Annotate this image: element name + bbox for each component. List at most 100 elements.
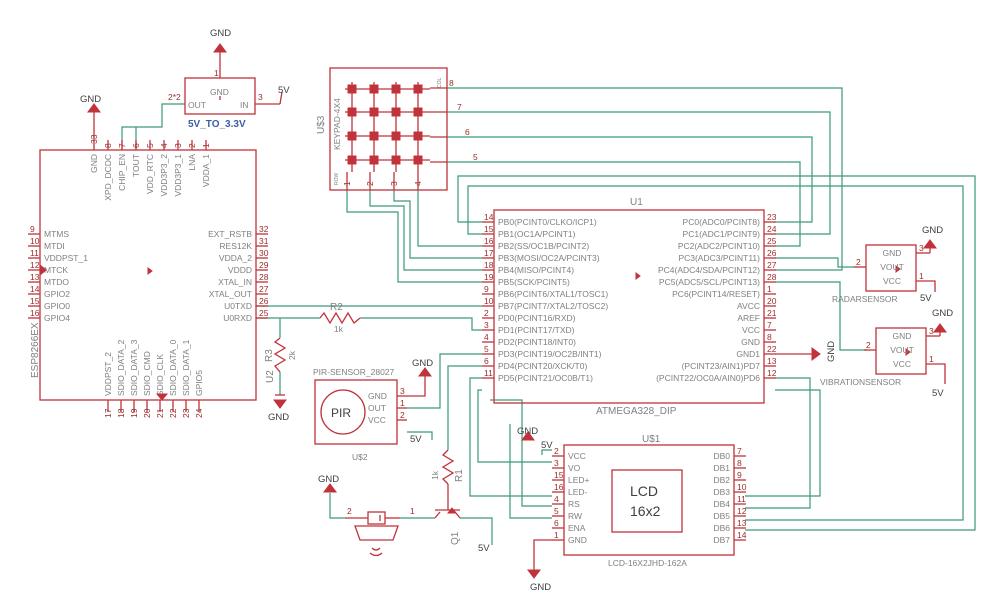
keypad-key[interactable] bbox=[369, 131, 379, 141]
r2-name: R2 bbox=[330, 302, 343, 313]
keypad-key[interactable] bbox=[369, 84, 379, 94]
keypad-key[interactable] bbox=[391, 155, 401, 165]
pin-number: 27 bbox=[259, 284, 269, 294]
5v-label: 5V bbox=[278, 85, 290, 96]
pin-label: PC1(ADC1/PCINT9) bbox=[683, 229, 761, 239]
pin-label: GND bbox=[893, 331, 912, 341]
resistor-r2[interactable]: R2 1k bbox=[319, 302, 361, 334]
pin-number: 1 bbox=[554, 530, 559, 540]
reg-value: 5V_TO_3.3V bbox=[188, 119, 246, 130]
gnd-label: GND bbox=[530, 582, 551, 593]
pin-number: 12 bbox=[30, 260, 40, 270]
pin-label: PD3(PCINT19/OC2B/INT1) bbox=[498, 349, 602, 359]
pin-label: GND bbox=[568, 535, 587, 545]
radar-name: RADARSENSOR bbox=[832, 294, 898, 304]
pin-number: 18 bbox=[484, 260, 494, 270]
reg-in-pin: 3 bbox=[258, 92, 263, 102]
keypad-key[interactable] bbox=[413, 107, 423, 117]
pin-number: 6 bbox=[131, 143, 141, 148]
keypad-key[interactable] bbox=[391, 131, 401, 141]
pin-label: PD2(PCINT18/INT0) bbox=[498, 337, 576, 347]
pin-number: 11 bbox=[737, 494, 746, 504]
pin-label: PC0(ADC0/PCINT8) bbox=[683, 217, 761, 227]
pin-number: 11 bbox=[30, 248, 39, 258]
pin-number: 4 bbox=[159, 143, 169, 148]
pin-label: DB4 bbox=[713, 499, 730, 509]
clock-arrow-icon bbox=[155, 393, 169, 401]
pin-number: 19 bbox=[484, 272, 494, 282]
pin-number: 10 bbox=[484, 296, 494, 306]
pin-label: RW bbox=[568, 511, 582, 521]
pin-label: LED- bbox=[568, 487, 588, 497]
keypad-key[interactable] bbox=[369, 155, 379, 165]
pin-label: GPIO2 bbox=[44, 289, 70, 299]
pin-label: GPIO4 bbox=[44, 313, 70, 323]
keypad-key[interactable] bbox=[413, 155, 423, 165]
clock-arrow-icon bbox=[39, 263, 47, 277]
transistor-q1[interactable]: Q1 5V bbox=[434, 507, 490, 554]
keypad-key[interactable] bbox=[369, 107, 379, 117]
5v-label: 5V bbox=[541, 440, 553, 451]
keypad-key[interactable] bbox=[347, 131, 357, 141]
lcd-display-line1: LCD bbox=[630, 483, 658, 499]
gnd-label: GND bbox=[932, 308, 953, 319]
keypad-key[interactable] bbox=[347, 155, 357, 165]
pin-number: 24 bbox=[194, 408, 204, 418]
esp-part: ESP8266EX bbox=[30, 322, 41, 378]
resistor-r3[interactable]: R3 2k GND bbox=[264, 337, 297, 423]
resistor-r1[interactable]: 1k R1 bbox=[430, 449, 465, 510]
pin-number: 28 bbox=[259, 272, 269, 282]
buzzer[interactable]: 2 1 GND bbox=[318, 474, 415, 557]
q1-name: Q1 bbox=[450, 531, 461, 545]
pin-number: 7 bbox=[117, 143, 127, 148]
pin-number: 14 bbox=[737, 530, 747, 540]
pin-number: 8 bbox=[767, 332, 772, 342]
pin-label: DB1 bbox=[713, 463, 730, 473]
center-mark-icon bbox=[905, 348, 911, 356]
pin-label: GND bbox=[883, 248, 902, 258]
5v-label: 5V bbox=[410, 434, 422, 445]
wires bbox=[121, 87, 976, 545]
pin-label: VCC bbox=[883, 276, 901, 286]
pin-number: 16 bbox=[554, 482, 564, 492]
pin-label: VDDPST_1 bbox=[44, 253, 88, 263]
keypad-key[interactable] bbox=[347, 107, 357, 117]
pin-number: 11 bbox=[484, 368, 493, 378]
pin-label: DB2 bbox=[713, 475, 730, 485]
keypad-key[interactable] bbox=[347, 84, 357, 94]
keypad-key[interactable] bbox=[391, 107, 401, 117]
keypad-key[interactable] bbox=[413, 131, 423, 141]
keypad-row-label: ROW bbox=[334, 173, 340, 186]
gnd-icon bbox=[521, 431, 535, 441]
pin-label: MTDO bbox=[44, 277, 69, 287]
pin-label: OUT bbox=[368, 403, 386, 413]
r1-value: 1k bbox=[430, 470, 440, 480]
gnd-label: GND bbox=[268, 412, 289, 423]
keypad-key[interactable] bbox=[391, 84, 401, 94]
center-mark-icon bbox=[635, 272, 641, 280]
pin-number: 4 bbox=[484, 332, 489, 342]
pin-number: 2 bbox=[187, 143, 197, 148]
regulator[interactable]: GND OUT IN 2*2 3 1 GND 5V 5V_TO_3.3V bbox=[168, 28, 290, 130]
pin-label: XTAL_IN bbox=[218, 277, 252, 287]
pin-number: 2 bbox=[856, 257, 861, 267]
keypad-key[interactable] bbox=[413, 84, 423, 94]
pin-label: VCC bbox=[893, 359, 911, 369]
pin-number: 5 bbox=[145, 143, 155, 148]
pin-number: 5 bbox=[473, 152, 478, 162]
pin-number: 2 bbox=[365, 181, 375, 186]
pin-number: 9 bbox=[30, 224, 35, 234]
pin-number: 10 bbox=[30, 236, 40, 246]
pin-number: 22 bbox=[767, 344, 777, 354]
pin-label: LED+ bbox=[568, 475, 590, 485]
esp-name: U2 bbox=[265, 370, 276, 383]
pin-label: (PCINT23/AIN1)PD7 bbox=[682, 361, 761, 371]
